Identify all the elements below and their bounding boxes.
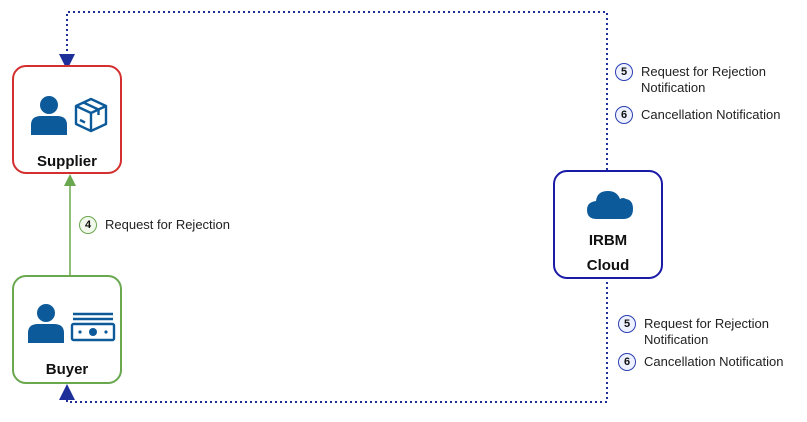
irbm-cloud-node: IRBM Cloud xyxy=(553,170,663,279)
step-buyer-rejection-notification: 5 Request for Rejection Notification xyxy=(618,315,769,348)
person-icon xyxy=(31,96,67,135)
irbm-label-line1: IRBM xyxy=(588,232,628,249)
step-text: Request for Rejection Notification xyxy=(641,64,766,96)
cash-icon xyxy=(70,312,116,342)
step-buyer-cancellation-notification: 6 Cancellation Notification xyxy=(618,353,783,371)
step-number-badge: 5 xyxy=(618,315,636,333)
step-number-badge: 4 xyxy=(79,216,97,234)
step-text-line2: Notification xyxy=(644,332,709,347)
box-icon xyxy=(74,97,108,133)
step-number-badge: 5 xyxy=(615,63,633,81)
step-request-rejection: 4 Request for Rejection xyxy=(79,216,230,234)
step-text-line1: Request for Rejection xyxy=(641,64,767,79)
step-number-badge: 6 xyxy=(615,106,633,124)
irbm-to-supplier-connector xyxy=(59,11,608,170)
supplier-node: Supplier xyxy=(12,65,122,174)
step-number-badge: 6 xyxy=(618,353,636,371)
step-text: Cancellation Notification xyxy=(641,107,781,122)
step-text-line1: Request for Rejection xyxy=(644,316,770,331)
buyer-node: Buyer xyxy=(12,275,122,384)
step-supplier-cancellation-notification: 6 Cancellation Notification xyxy=(615,106,780,124)
step-text: Request for Rejection Notification xyxy=(644,316,769,348)
irbm-label-line2: Cloud xyxy=(586,257,630,274)
step-supplier-rejection-notification: 5 Request for Rejection Notification xyxy=(615,63,766,96)
cloud-icon xyxy=(587,191,633,219)
step-text-line2: Notification xyxy=(641,80,706,95)
buyer-label: Buyer xyxy=(45,361,89,378)
irbm-to-buyer-connector xyxy=(59,282,608,403)
step-text: Request for Rejection xyxy=(105,217,231,232)
supplier-label: Supplier xyxy=(36,153,97,170)
step-text: Cancellation Notification xyxy=(644,354,784,369)
person-icon xyxy=(28,304,64,343)
